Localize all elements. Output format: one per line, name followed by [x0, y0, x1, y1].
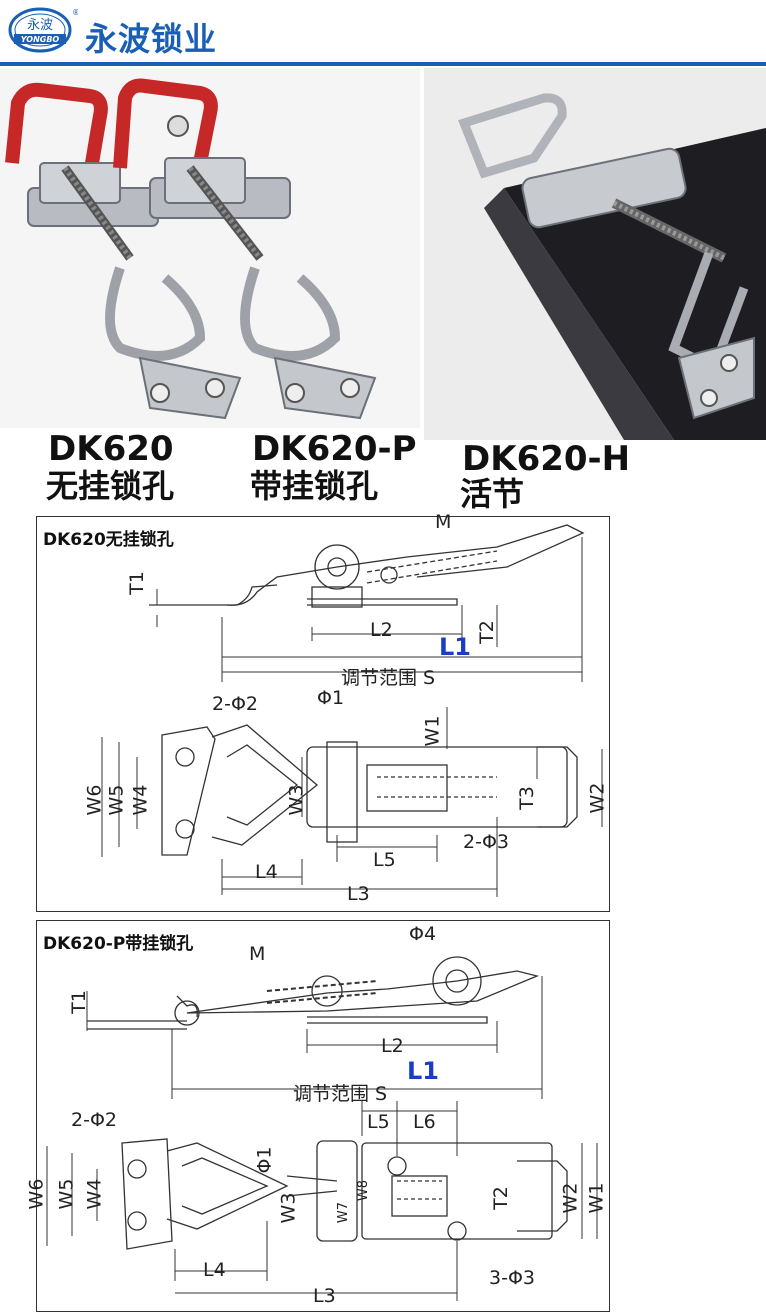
model-desc-dk620-p: 带挂锁孔 [250, 467, 379, 505]
dim-label-phi1: Φ1 [253, 1146, 276, 1174]
dim-label-t2: T2 [489, 1186, 512, 1210]
dim-label-w7: W7 [336, 1201, 352, 1224]
model-code-dk620-p: DK620-P [252, 429, 417, 469]
dim-label-l4: L4 [203, 1259, 226, 1281]
dim-label-l6: L6 [413, 1111, 436, 1133]
dim-label-l5: L5 [367, 1111, 390, 1133]
logo-english: YONGBO [21, 35, 60, 44]
dim-label-w8: W8 [356, 1179, 372, 1202]
dim-label-w2: W2 [586, 782, 609, 814]
dim-label-phi1: Φ1 [317, 687, 345, 709]
dim-label-2-phi2: 2-Φ2 [212, 693, 258, 715]
dim-label-l1: L1 [439, 633, 471, 661]
dim-label-w5: W5 [105, 784, 128, 816]
dim-label-l3: L3 [347, 883, 370, 905]
drawing-title-dk620-p: DK620-P带挂锁孔 [43, 934, 194, 954]
dim-label-l4: L4 [255, 861, 278, 883]
dim-label-w6: W6 [25, 1178, 48, 1210]
dim-label-w2: W2 [559, 1182, 582, 1214]
dim-label-t1: T1 [125, 571, 148, 595]
dim-label-w1: W1 [585, 1182, 608, 1214]
dim-label-w3: W3 [277, 1192, 300, 1224]
product-photo-dk620-pair [0, 68, 420, 428]
dim-label-3-phi3: 3-Φ3 [489, 1267, 535, 1289]
dim-label-range: 调节范围 S [293, 1083, 388, 1105]
model-desc-dk620: 无挂锁孔 [46, 467, 175, 505]
dim-label-w3: W3 [285, 784, 308, 816]
dim-label-range: 调节范围 S [341, 667, 436, 689]
header-bar: 永波 YONGBO ® 永波锁业 [0, 0, 766, 62]
dim-label-w4: W4 [129, 784, 152, 816]
drawing-title-dk620: DK620无挂锁孔 [43, 530, 174, 550]
dim-label-2-phi2: 2-Φ2 [71, 1109, 117, 1131]
dim-label-2-phi3: 2-Φ3 [463, 831, 509, 853]
technical-drawing-dk620-p [46, 956, 598, 1301]
dim-label-t3: T3 [515, 786, 538, 810]
model-code-dk620: DK620 [48, 429, 174, 469]
dim-label-t1: T1 [67, 990, 90, 1014]
dim-label-w5: W5 [55, 1178, 78, 1210]
dim-label-l1: L1 [407, 1057, 439, 1085]
dim-label-l2: L2 [381, 1035, 404, 1057]
dim-label-l2: L2 [370, 619, 393, 641]
dim-label-w6: W6 [83, 784, 106, 816]
drawing-frame-dk620-p: DK620-P带挂锁孔 [25, 920, 610, 1312]
brand-logo: 永波 YONGBO ® [8, 7, 78, 53]
model-code-dk620-h: DK620-H [462, 439, 631, 479]
dim-label-t2: T2 [475, 620, 498, 644]
header-divider [0, 62, 766, 66]
dim-label-w1: W1 [421, 715, 444, 747]
dim-label-phi4: Φ4 [409, 923, 437, 945]
model-desc-dk620-h: 活节 [460, 475, 525, 513]
product-photo-dk620-h [424, 68, 766, 440]
dim-label-l3: L3 [313, 1285, 336, 1307]
dim-label-m: M [435, 511, 452, 533]
registered-mark: ® [72, 8, 78, 17]
dim-label-m: M [249, 943, 266, 965]
latch-photo-1 [5, 82, 242, 420]
logo-chinese: 永波 [27, 18, 53, 33]
latch-photo-2 [113, 78, 377, 420]
drawing-frame-dk620: DK620无挂锁孔 [36, 511, 610, 912]
dim-label-w4: W4 [83, 1178, 106, 1210]
technical-drawing-dk620 [101, 524, 603, 897]
brand-name: 永波锁业 [85, 20, 218, 58]
dim-label-l5: L5 [373, 849, 396, 871]
